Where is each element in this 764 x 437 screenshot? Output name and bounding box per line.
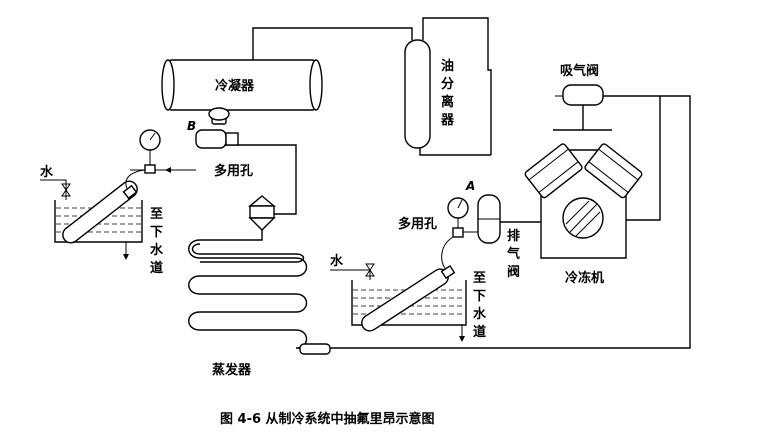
- drain-left-label: 至 下 水 道: [150, 207, 164, 276]
- water-left-label: 水: [40, 164, 54, 180]
- refrigerant-piping: [130, 17, 691, 349]
- svg-text:水: 水: [473, 306, 487, 322]
- water-tank-right: 水: [330, 236, 467, 342]
- fitting-b: B: [187, 107, 239, 149]
- pressure-gauge-left: [139, 129, 171, 174]
- svg-text:气: 气: [507, 246, 520, 262]
- drain-right-label: 至 下 水 道: [473, 271, 487, 340]
- svg-text:分: 分: [441, 76, 454, 92]
- svg-text:至: 至: [473, 271, 486, 286]
- point-a-label: A: [465, 179, 475, 193]
- compressor-label: 冷冻机: [565, 270, 604, 286]
- filter-drier: [248, 195, 276, 231]
- condenser-label: 冷凝器: [215, 78, 255, 94]
- pressure-gauge-right: A: [447, 179, 475, 238]
- svg-text:阀: 阀: [507, 264, 520, 280]
- svg-text:排: 排: [507, 228, 520, 244]
- multi-port-left-label: 多用孔: [214, 163, 253, 179]
- svg-text:下: 下: [150, 225, 163, 240]
- svg-text:下: 下: [473, 289, 486, 304]
- svg-text:道: 道: [150, 260, 163, 276]
- oil-separator: [404, 39, 431, 149]
- svg-text:油: 油: [441, 58, 454, 74]
- water-right-label: 水: [330, 253, 344, 269]
- condenser: 冷凝器: [161, 59, 323, 111]
- svg-text:器: 器: [440, 113, 455, 128]
- compressor: 冷冻机: [524, 84, 661, 286]
- suction-valve-label: 吸气阀: [560, 63, 599, 79]
- discharge-valve: [477, 194, 501, 244]
- water-tank-left: 水: [40, 164, 146, 260]
- svg-text:水: 水: [150, 242, 164, 258]
- point-b-label: B: [187, 119, 196, 133]
- figure-caption: 图 4-6 从制冷系统中抽氟里昂示意图: [220, 411, 435, 427]
- evaporator-coil: 蒸发器: [188, 239, 331, 378]
- svg-text:至: 至: [150, 207, 163, 222]
- discharge-valve-label: 排 气 阀: [507, 228, 520, 280]
- svg-text:道: 道: [473, 324, 486, 340]
- svg-text:离: 离: [441, 94, 454, 110]
- evaporator-label: 蒸发器: [212, 362, 252, 378]
- oil-separator-label: 油 分 离 器: [440, 58, 455, 128]
- multi-port-right-label: 多用孔: [398, 216, 437, 232]
